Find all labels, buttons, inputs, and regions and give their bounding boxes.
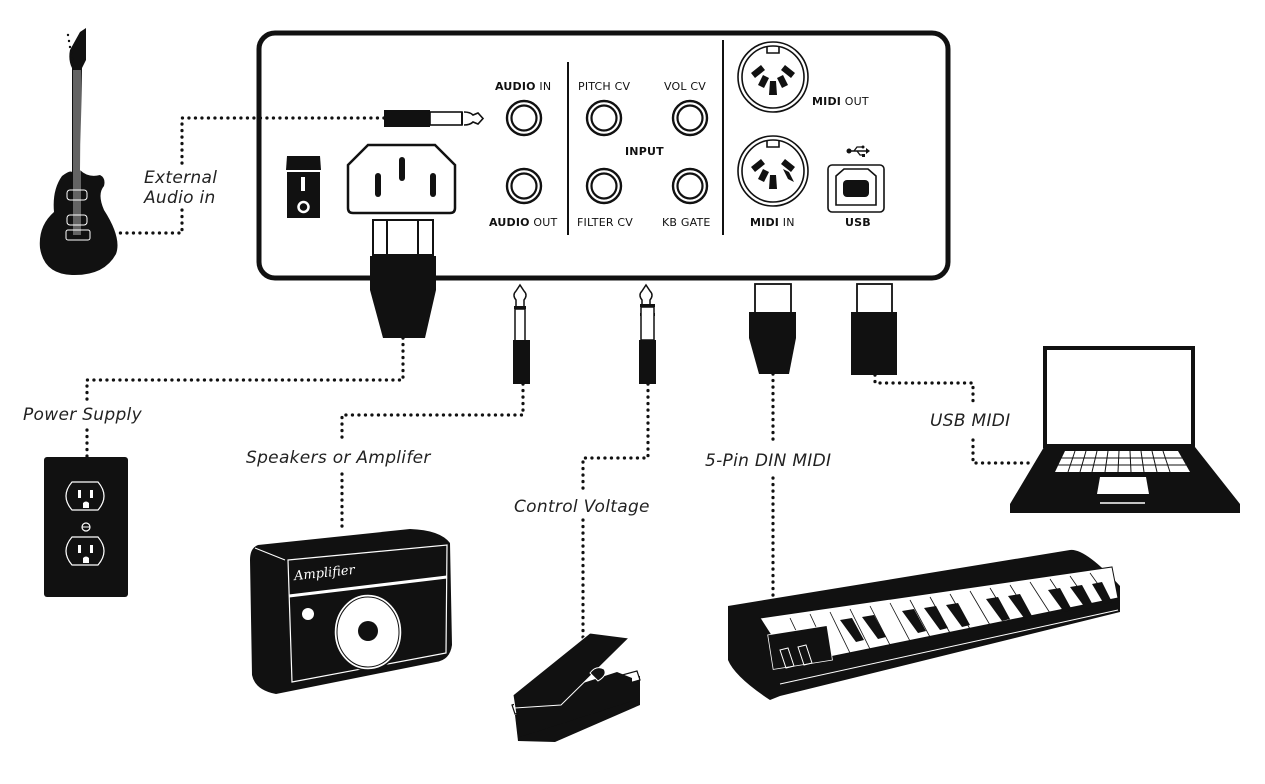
power-inlet-icon[interactable] bbox=[346, 143, 457, 215]
vol-cv-label: VOL CV bbox=[664, 80, 707, 93]
audio-out-plug-icon bbox=[513, 283, 530, 384]
power-switch-icon[interactable] bbox=[286, 156, 321, 218]
midi-din-plug-icon bbox=[749, 283, 796, 374]
input-group-label: INPUT bbox=[625, 145, 664, 158]
din-midi-label: 5-Pin DIN MIDI bbox=[705, 451, 832, 471]
electric-guitar-icon bbox=[39, 28, 118, 276]
control-voltage-plug-icon bbox=[639, 283, 656, 384]
cable-lines bbox=[85, 116, 1032, 652]
usb-plug-icon bbox=[851, 283, 897, 375]
usb-symbol-icon bbox=[846, 145, 870, 157]
filter-cv-label: FILTER CV bbox=[577, 216, 633, 229]
filter-cv-jack-icon[interactable] bbox=[585, 167, 623, 205]
audio-in-jack-icon[interactable] bbox=[505, 99, 543, 137]
kb-gate-jack-icon[interactable] bbox=[671, 167, 709, 205]
pitch-cv-jack-icon[interactable] bbox=[585, 99, 623, 137]
power-cable-plug-icon bbox=[370, 219, 436, 338]
usb-port-icon[interactable] bbox=[827, 164, 885, 213]
amplifier-icon bbox=[250, 529, 452, 694]
kb-gate-label: KB GATE bbox=[662, 216, 711, 229]
external-audio-in-label-line1: External bbox=[144, 168, 218, 188]
midi-keyboard-icon bbox=[728, 549, 1120, 700]
control-voltage-label: Control Voltage bbox=[514, 497, 650, 517]
audio-in-label: AUDIO IN bbox=[495, 80, 552, 93]
midi-in-label: MIDI IN bbox=[750, 216, 795, 229]
external-audio-in-label-line2: Audio in bbox=[144, 188, 216, 208]
audio-in-plug-icon bbox=[384, 110, 485, 127]
usb-label: USB bbox=[845, 216, 871, 229]
external-audio-in-label: External Audio in bbox=[144, 168, 217, 208]
vol-cv-jack-icon[interactable] bbox=[671, 99, 709, 137]
laptop-icon bbox=[1010, 346, 1240, 513]
power-supply-label: Power Supply bbox=[23, 405, 142, 425]
wall-outlet-icon bbox=[44, 457, 128, 597]
audio-out-jack-icon[interactable] bbox=[505, 167, 543, 205]
usb-midi-label: USB MIDI bbox=[930, 411, 1011, 431]
audio-out-label: AUDIO OUT bbox=[489, 216, 558, 229]
midi-in-port-icon[interactable] bbox=[737, 135, 809, 207]
speakers-amplifier-label: Speakers or Amplifer bbox=[246, 448, 431, 468]
midi-out-port-icon[interactable] bbox=[737, 41, 809, 113]
expression-pedal-icon bbox=[511, 632, 641, 742]
pitch-cv-label: PITCH CV bbox=[578, 80, 631, 93]
midi-out-label: MIDI OUT bbox=[812, 95, 869, 108]
